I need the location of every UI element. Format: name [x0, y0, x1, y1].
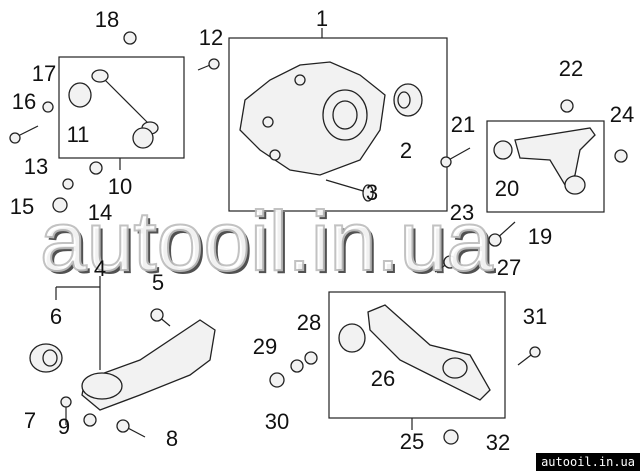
callout-30: 30 [265, 409, 289, 434]
nut-18 [123, 31, 137, 45]
callout-6: 6 [50, 304, 62, 329]
trailing-arm-part [29, 319, 216, 411]
callout-27: 27 [497, 255, 521, 280]
lower-arm-part [338, 304, 491, 401]
upper-link-group-box [58, 56, 185, 159]
nut-32 [443, 429, 459, 445]
bracket-4 [55, 276, 101, 370]
bolt-31 [517, 346, 541, 366]
callout-14: 14 [88, 200, 112, 225]
callout-24: 24 [610, 102, 634, 127]
callout-19: 19 [528, 224, 552, 249]
washer-29 [290, 359, 304, 373]
bolt-21 [440, 147, 471, 168]
callout-31: 31 [523, 304, 547, 329]
nut-15 [52, 197, 68, 213]
watermark: autooil.in.ua [40, 194, 493, 288]
knuckle-part [239, 61, 386, 176]
upper-link-part [68, 69, 159, 149]
bolt-12 [197, 58, 220, 71]
bushing-2 [393, 83, 423, 117]
callout-15: 15 [10, 194, 34, 219]
control-arm-group-box [486, 120, 605, 213]
watermark-shadow: autooil.in.ua [43, 197, 496, 291]
callout-28: 28 [297, 310, 321, 335]
callout-4: 4 [94, 256, 106, 281]
callout-32: 32 [486, 430, 510, 455]
callout-3: 3 [366, 180, 378, 205]
callout-5: 5 [152, 270, 164, 295]
callout-25: 25 [400, 429, 424, 454]
bolt-23 [488, 221, 516, 247]
washer-9 [83, 413, 97, 427]
callout-21: 21 [451, 112, 475, 137]
callout-10: 10 [108, 174, 132, 199]
corner-watermark-label: autooil.in.ua [536, 453, 640, 471]
callout-9: 9 [58, 414, 70, 439]
washer-14 [89, 161, 103, 175]
nut-30 [269, 372, 285, 388]
nut-24 [614, 149, 628, 163]
callout-13: 13 [24, 154, 48, 179]
nut-22 [560, 99, 574, 113]
bolt-5 [150, 308, 171, 327]
callout-17: 17 [32, 61, 56, 86]
lower-arm-group-box [328, 291, 506, 419]
callout-20: 20 [495, 176, 519, 201]
callout-8: 8 [166, 426, 178, 451]
callout-22: 22 [559, 56, 583, 81]
callout-11: 11 [67, 122, 90, 147]
bolt-7 [60, 396, 72, 425]
callout-26: 26 [371, 366, 395, 391]
washer-28 [304, 351, 318, 365]
washer-17 [42, 101, 54, 113]
callout-18: 18 [95, 7, 119, 32]
callout-16: 16 [12, 89, 36, 114]
bolt-16 [9, 125, 39, 144]
bolt-27 [434, 255, 457, 273]
callout-1: 1 [316, 6, 328, 31]
callout-2: 2 [400, 138, 412, 163]
knuckle-group-box [228, 37, 448, 212]
callout-23: 23 [450, 200, 474, 225]
bolt-3 [325, 179, 374, 202]
washer-13 [62, 178, 74, 190]
callout-7: 7 [24, 408, 36, 433]
callout-29: 29 [253, 334, 277, 359]
callout-12: 12 [199, 25, 223, 50]
bolt-8 [116, 419, 146, 438]
control-arm-part [493, 127, 596, 195]
